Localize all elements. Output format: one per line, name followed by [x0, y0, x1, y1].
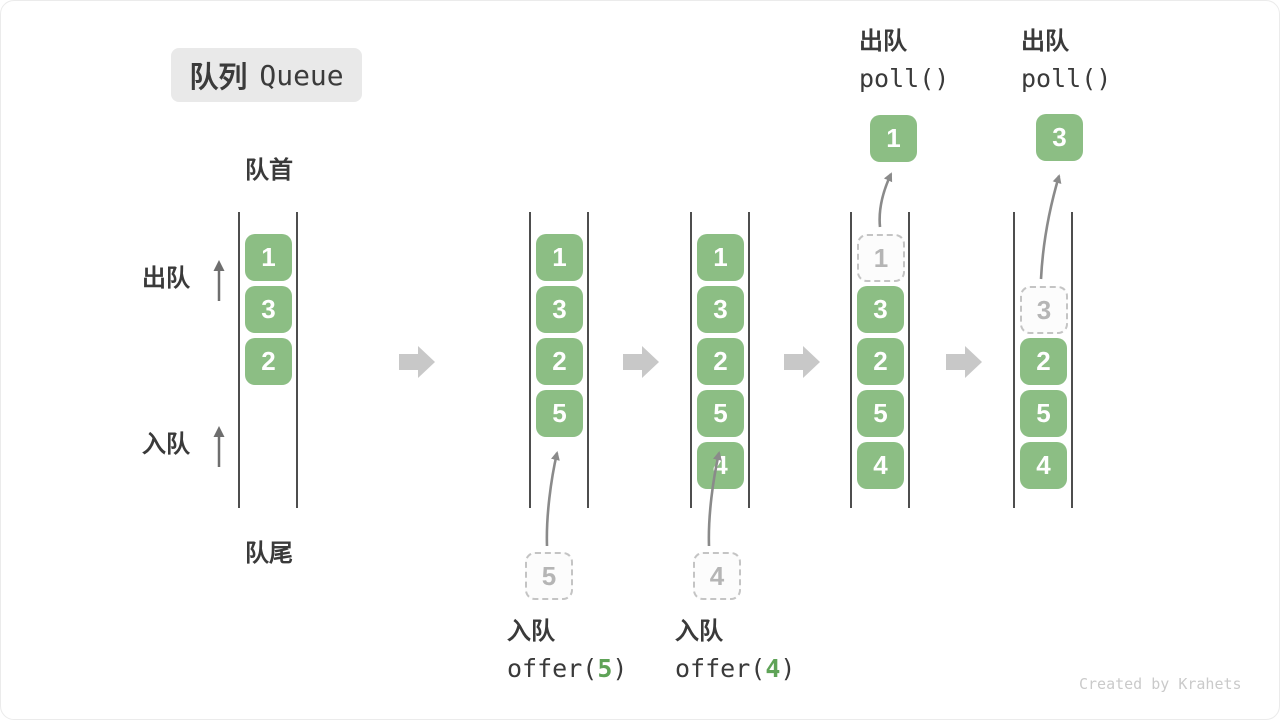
queue-item: 2: [536, 338, 583, 385]
queue-front-label: 队首: [245, 157, 293, 184]
dequeue-side-label: 出队: [142, 265, 190, 292]
queue-container-3: [690, 212, 750, 508]
enqueue-arg: 4: [765, 654, 781, 683]
queue-item: 4: [1020, 442, 1067, 489]
queue-container-1: [238, 212, 298, 508]
dequeue-operation-label: 出队 poll(): [859, 27, 949, 94]
arrow-right-icon: [946, 346, 982, 378]
watermark: Created by Krahets: [1079, 675, 1242, 693]
queue-container-2: [529, 212, 589, 508]
queue-item: 5: [1020, 390, 1067, 437]
queue-item: 5: [697, 390, 744, 437]
queue-container-5: [1013, 212, 1073, 508]
incoming-item-ghost: 4: [693, 552, 741, 600]
enqueue-arg: 5: [597, 654, 613, 683]
title-en: Queue: [259, 58, 344, 92]
popped-item: 1: [870, 115, 917, 162]
dequeued-item-ghost: 3: [1020, 286, 1068, 334]
queue-item: 2: [857, 338, 904, 385]
queue-item: 2: [1020, 338, 1067, 385]
dequeue-zh: 出队: [1021, 28, 1069, 55]
queue-container-4: [850, 212, 910, 508]
dequeue-operation-label: 出队 poll(): [1021, 27, 1111, 94]
queue-item: 4: [857, 442, 904, 489]
queue-item: 5: [536, 390, 583, 437]
dequeue-code: poll(): [1021, 64, 1112, 93]
queue-item: 1: [697, 234, 744, 281]
queue-item: 3: [536, 286, 583, 333]
queue-item: 1: [536, 234, 583, 281]
queue-item: 5: [857, 390, 904, 437]
queue-rear-label: 队尾: [245, 540, 293, 567]
dequeue-code: poll(): [859, 64, 950, 93]
incoming-item-ghost: 5: [525, 552, 573, 600]
queue-item: 4: [697, 442, 744, 489]
enqueue-zh: 入队: [675, 618, 723, 645]
queue-item: 3: [245, 286, 292, 333]
queue-item: 3: [857, 286, 904, 333]
enqueue-zh: 入队: [507, 618, 555, 645]
title-badge: 队列 Queue: [171, 48, 362, 102]
queue-item: 2: [245, 338, 292, 385]
arrow-right-icon: [623, 346, 659, 378]
queue-item: 3: [697, 286, 744, 333]
arrow-right-icon: [399, 346, 435, 378]
arrow-right-icon: [784, 346, 820, 378]
dequeue-zh: 出队: [859, 28, 907, 55]
enqueue-code: offer(4): [675, 654, 796, 683]
title-zh: 队列: [189, 62, 248, 94]
queue-item: 1: [245, 234, 292, 281]
enqueue-operation-label: 入队 offer(5): [507, 617, 627, 684]
enqueue-operation-label: 入队 offer(4): [675, 617, 795, 684]
popped-item: 3: [1036, 114, 1083, 161]
enqueue-side-label: 入队: [142, 431, 190, 458]
enqueue-code: offer(5): [507, 654, 628, 683]
dequeued-item-ghost: 1: [857, 234, 905, 282]
queue-item: 2: [697, 338, 744, 385]
